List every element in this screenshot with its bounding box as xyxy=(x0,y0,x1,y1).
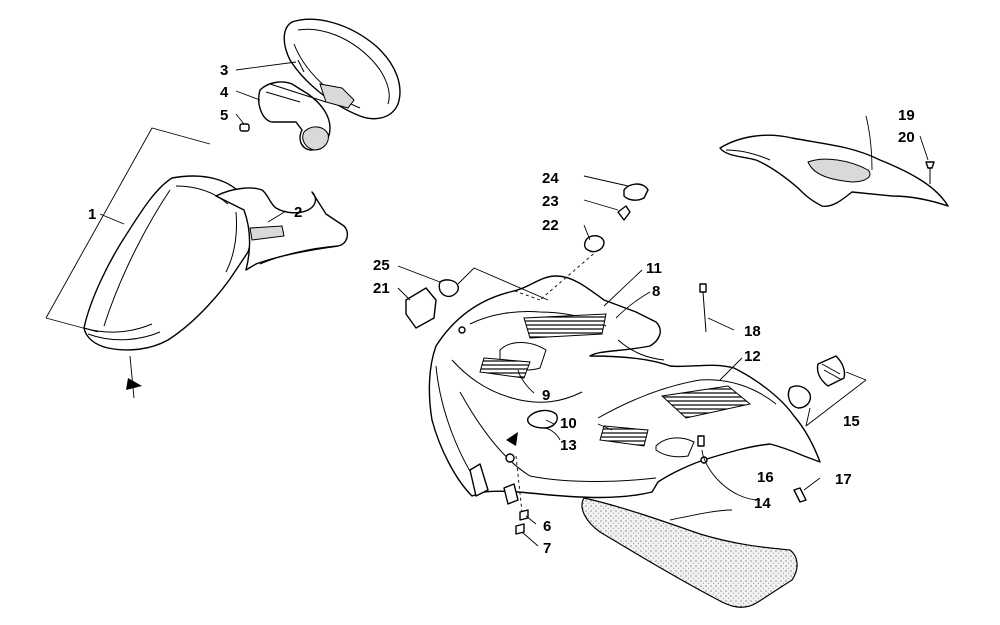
leader-lines xyxy=(45,61,929,547)
part-18-bolt-head xyxy=(699,283,707,293)
callout-10: 10 xyxy=(560,415,577,432)
part-24-cap xyxy=(623,183,649,201)
callout-9: 9 xyxy=(542,387,550,404)
callout-22: 22 xyxy=(542,217,559,234)
part-10-decal xyxy=(599,425,649,447)
callout-3: 3 xyxy=(220,62,228,79)
part-25-nut xyxy=(438,279,459,298)
callout-18: 18 xyxy=(744,323,761,340)
part-4-retainer xyxy=(258,81,331,151)
hardware xyxy=(405,161,935,535)
callout-17: 17 xyxy=(835,471,852,488)
callout-7: 7 xyxy=(543,540,551,557)
part-9-decal xyxy=(479,357,531,379)
part-12-decal xyxy=(660,385,752,419)
callout-8: 8 xyxy=(652,283,660,300)
callouts: 1 2 3 4 5 6 7 8 9 10 11 12 13 14 15 16 1… xyxy=(88,62,915,557)
part-22-grommet xyxy=(583,235,605,253)
callout-4: 4 xyxy=(220,84,229,101)
part-5-clip xyxy=(239,123,250,132)
part-1-fender xyxy=(83,175,253,351)
callout-6: 6 xyxy=(543,518,551,535)
part-11-decal xyxy=(523,313,607,339)
part-16-screw xyxy=(697,435,705,447)
callout-11: 11 xyxy=(646,260,662,277)
part-19-cover xyxy=(719,134,949,207)
callout-15: 15 xyxy=(843,413,860,430)
callout-25: 25 xyxy=(373,257,390,274)
part-21-connector xyxy=(405,287,437,329)
callout-2: 2 xyxy=(294,204,302,221)
part-13-badge xyxy=(527,409,558,429)
part-6-screw xyxy=(519,509,529,521)
callout-19: 19 xyxy=(898,107,915,124)
part-7-washer xyxy=(515,523,525,535)
callout-12: 12 xyxy=(744,348,761,365)
part-3-gauge-housing xyxy=(283,18,401,120)
callout-1: 1 xyxy=(88,206,96,223)
callout-16: 16 xyxy=(757,469,774,486)
hood-assembly xyxy=(428,275,821,505)
part-23-screw xyxy=(617,205,631,221)
callout-23: 23 xyxy=(542,193,559,210)
callout-21: 21 xyxy=(373,280,390,297)
part-2-bracket xyxy=(215,187,349,271)
callout-13: 13 xyxy=(560,437,577,454)
callout-5: 5 xyxy=(220,107,228,124)
part-15-switch xyxy=(787,355,846,409)
part-14-foam xyxy=(581,497,798,608)
callout-20: 20 xyxy=(898,129,915,146)
callout-14: 14 xyxy=(754,495,771,512)
callout-24: 24 xyxy=(542,170,559,187)
part-17-bolt xyxy=(793,487,807,503)
